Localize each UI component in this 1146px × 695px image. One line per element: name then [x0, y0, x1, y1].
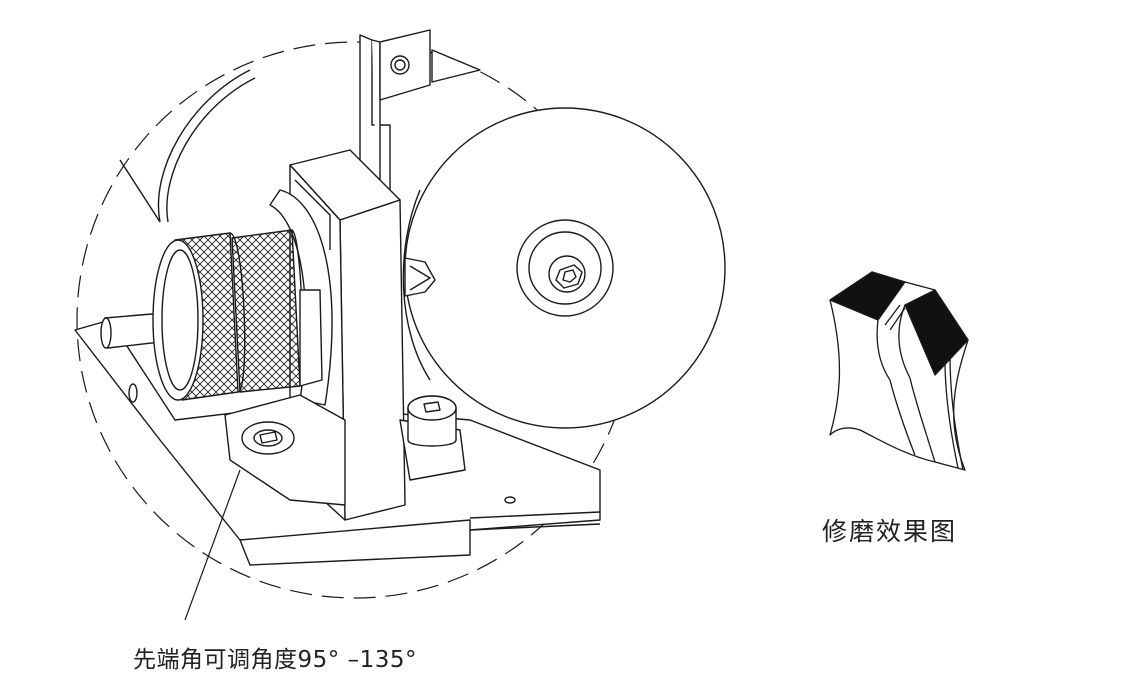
- knob-face: [152, 239, 204, 401]
- drill-bit-tip-drawing: [829, 271, 969, 471]
- grinding-fixture-drawing: [74, 29, 726, 566]
- grinding-result-label: 修磨效果图: [822, 517, 958, 546]
- leader-line-top: [119, 159, 161, 223]
- housing-arc-inner: [166, 77, 256, 223]
- support-block-front: [339, 199, 406, 521]
- bit-cutting-face-left: [829, 271, 906, 321]
- leader-line-angle: [184, 469, 241, 621]
- base-hole-left: [128, 383, 138, 403]
- base-hole: [504, 496, 516, 504]
- housing-arc: [157, 69, 251, 223]
- knurled-knob-rear: [231, 229, 301, 393]
- base-plate-front: [239, 519, 471, 566]
- angle-range-label: 先端角可调角度95° –135°: [133, 647, 417, 673]
- bit-cutting-face-right: [904, 289, 969, 376]
